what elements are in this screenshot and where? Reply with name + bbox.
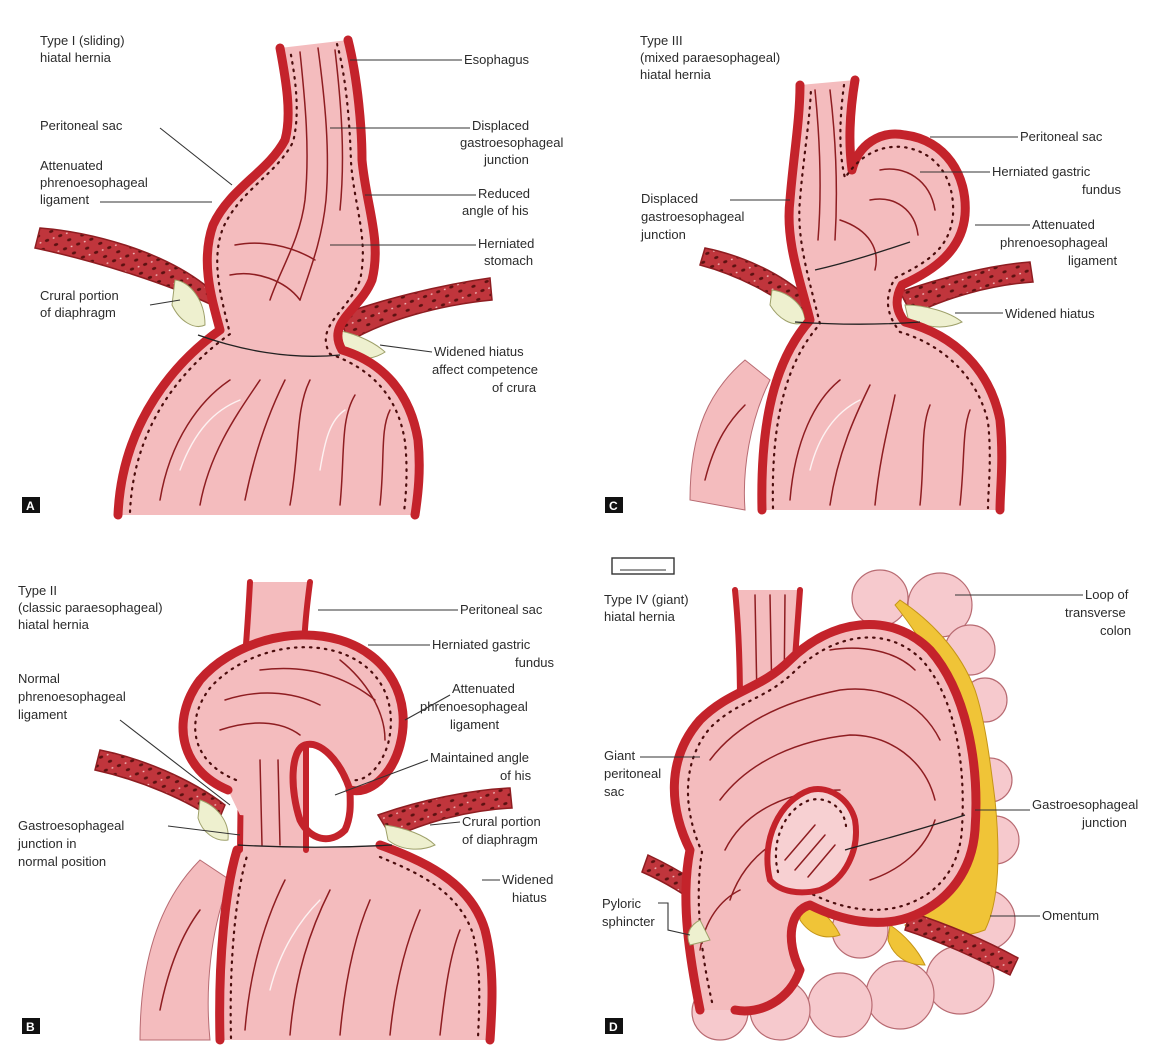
label-attenuated-ligament-b: Attenuatedphrenoesophagealligament — [420, 681, 528, 732]
label-herniated-stomach-a: Herniatedstomach — [478, 236, 534, 268]
panel-d-title: Type IV (giant)hiatal hernia — [604, 592, 689, 624]
panel-d: Type IV (giant)hiatal hernia Loop oftran… — [602, 558, 1138, 1040]
label-herniated-fundus-c: Herniated gastricfundus — [992, 164, 1122, 197]
label-widened-hiatus-a: Widened hiatusaffect competenceof crura — [432, 344, 538, 395]
label-maintained-angle-b: Maintained angleof his — [430, 750, 532, 783]
label-reduced-angle-a: Reducedangle of his — [462, 186, 530, 218]
label-giant-sac-d: Giantperitonealsac — [604, 748, 661, 799]
panel-letter-d: D — [609, 1020, 618, 1034]
label-pyloric-d: Pyloricsphincter — [602, 896, 655, 929]
panel-b: Type II(classic paraesophageal)hiatal he… — [17, 582, 555, 1040]
label-widened-hiatus-b: Widenedhiatus — [502, 872, 553, 905]
panel-c-title: Type III(mixed paraesophageal)hiatal her… — [640, 33, 780, 82]
panel-letter-c: C — [609, 499, 618, 513]
panel-letter-b: B — [26, 1020, 35, 1034]
panel-a: Type I (sliding)hiatal hernia Esophagus … — [22, 33, 563, 515]
label-peritoneal-sac-c: Peritoneal sac — [1020, 129, 1103, 144]
label-peritoneal-sac-a: Peritoneal sac — [40, 118, 123, 133]
label-widened-hiatus-c: Widened hiatus — [1005, 306, 1095, 321]
panel-b-title: Type II(classic paraesophageal)hiatal he… — [18, 583, 163, 632]
panel-a-title: Type I (sliding)hiatal hernia — [40, 33, 125, 65]
label-attenuated-ligament-a: Attenuatedphrenoesophagealligament — [40, 158, 148, 207]
label-displaced-gej-a: Displacedgastroesophagealjunction — [460, 118, 563, 167]
panel-c: Type III(mixed paraesophageal)hiatal her… — [605, 33, 1122, 513]
label-ge-junction-b: Gastroesophagealjunction innormal positi… — [17, 818, 124, 869]
label-normal-ligament-b: Normalphrenoesophagealligament — [18, 671, 126, 722]
label-displaced-gej-c: Displacedgastroesophagealjunction — [640, 191, 744, 242]
label-omentum-d: Omentum — [1042, 908, 1099, 923]
label-crural-a: Crural portionof diaphragm — [40, 288, 119, 320]
panel-letter-a: A — [26, 499, 35, 513]
label-peritoneal-sac-b: Peritoneal sac — [460, 602, 543, 617]
label-ge-junction-d: Gastroesophagealjunction — [1032, 797, 1138, 830]
label-herniated-fundus-b: Herniated gastricfundus — [432, 637, 555, 670]
label-esophagus-a: Esophagus — [464, 52, 530, 67]
label-crural-b: Crural portionof diaphragm — [462, 814, 541, 847]
